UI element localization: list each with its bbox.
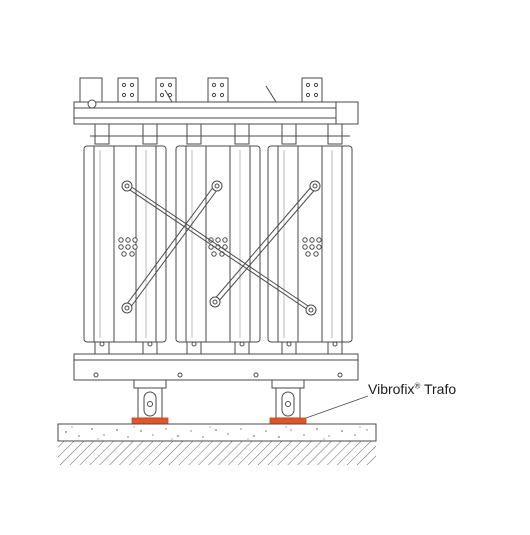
terminal-plate-3 — [207, 77, 229, 103]
vibrofix-callout-label: Vibrofix® Trafo — [368, 381, 456, 397]
lower-spacers — [94, 341, 343, 355]
callout-leader-line — [305, 395, 369, 419]
terminal-plate-2 — [155, 77, 177, 103]
ground-hatch — [58, 440, 376, 465]
tap-holes — [118, 237, 322, 257]
terminal-box — [79, 77, 103, 103]
vibrofix-pad-right — [269, 417, 307, 425]
callout-product: Trafo — [423, 381, 457, 397]
vibrofix-pad-left — [131, 417, 169, 425]
tap-holes-phase-1 — [118, 237, 138, 257]
vibrofix-pads — [131, 417, 307, 425]
delta-connection-bars — [121, 180, 321, 316]
registered-mark: ® — [414, 381, 421, 391]
callout-brand: Vibrofix — [368, 381, 415, 397]
coil-phase-2 — [175, 145, 261, 343]
terminal-plate-1 — [117, 77, 139, 103]
top-frame — [73, 77, 359, 125]
wheel-right — [271, 379, 305, 419]
coil-phase-1 — [83, 145, 167, 343]
concrete-floor — [57, 423, 377, 442]
upper-spacers — [90, 123, 350, 145]
wheel-left — [133, 379, 167, 419]
terminal-plate-4 — [301, 77, 323, 103]
hv-terminals — [117, 77, 323, 103]
bottom-frame — [73, 353, 359, 381]
tap-holes-phase-3 — [302, 237, 322, 257]
lifting-hole — [87, 99, 97, 109]
